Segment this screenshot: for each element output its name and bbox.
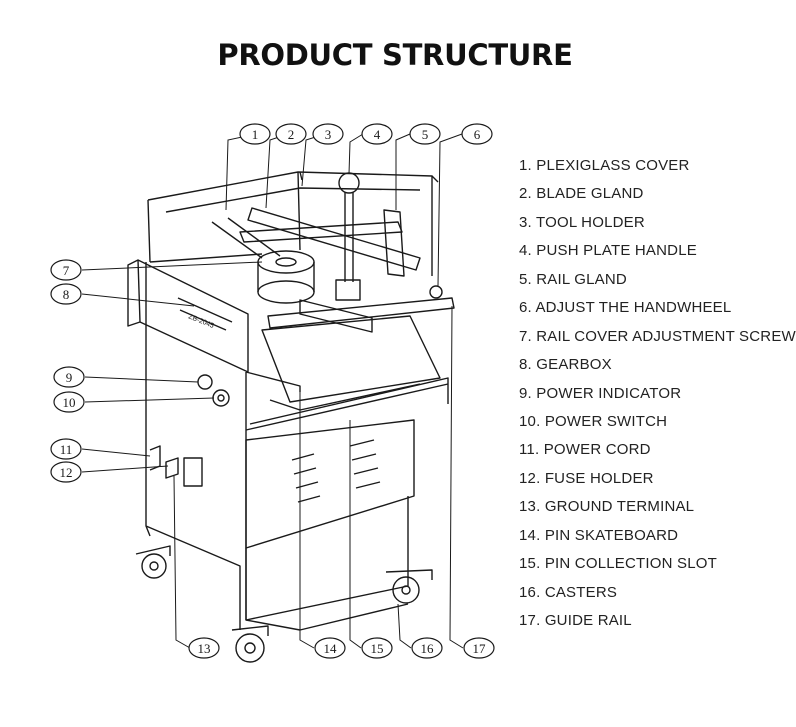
legend-item: 4. PUSH PLATE HANDLE xyxy=(519,242,697,260)
callout-14: 14 xyxy=(314,637,346,659)
svg-text:8: 8 xyxy=(63,287,70,302)
rail-gland xyxy=(383,209,405,277)
legend-item: 6. ADJUST THE HANDWHEEL xyxy=(519,299,732,317)
casters xyxy=(135,545,433,663)
power-indicator xyxy=(197,374,213,390)
power-cord xyxy=(149,445,161,471)
fuse-holder xyxy=(165,457,179,479)
callout-5: 5 xyxy=(409,123,441,145)
svg-text:15: 15 xyxy=(371,641,384,656)
adjust-handwheel xyxy=(429,285,443,299)
legend-item: 2. BLADE GLAND xyxy=(519,185,644,203)
gearbox-plate-text: ZB-2045 xyxy=(187,313,215,330)
callout-15: 15 xyxy=(361,637,393,659)
svg-text:17: 17 xyxy=(473,641,487,656)
svg-text:2: 2 xyxy=(288,127,295,142)
legend-item: 15. PIN COLLECTION SLOT xyxy=(519,555,717,573)
pin-collection-slot xyxy=(245,419,415,549)
legend-item: 14. PIN SKATEBOARD xyxy=(519,526,679,544)
rail-cover-screw xyxy=(257,250,315,274)
callout-2: 2 xyxy=(275,123,307,145)
callout-badges: 1 2 3 4 5 6 7 8 9 10 11 12 13 14 15 16 1… xyxy=(50,123,495,659)
callout-17: 17 xyxy=(463,637,495,659)
power-switch xyxy=(212,389,230,407)
svg-text:14: 14 xyxy=(324,641,338,656)
callout-1: 1 xyxy=(239,123,271,145)
push-plate-handle xyxy=(338,172,360,194)
legend-item: 5. RAIL GLAND xyxy=(519,270,627,288)
svg-text:11: 11 xyxy=(60,442,73,457)
svg-text:6: 6 xyxy=(474,127,481,142)
legend-item: 13. GROUND TERMINAL xyxy=(519,498,695,516)
svg-text:16: 16 xyxy=(421,641,435,656)
guide-rail xyxy=(267,297,455,329)
legend-item: 8. GEARBOX xyxy=(519,356,612,374)
legend-item: 3. TOOL HOLDER xyxy=(519,213,645,231)
legend-item: 17. GUIDE RAIL xyxy=(519,612,632,629)
callout-8: 8 xyxy=(50,283,82,305)
plexiglass-cover xyxy=(147,171,433,276)
callout-13: 13 xyxy=(188,637,220,659)
legend-item: 7. RAIL COVER ADJUSTMENT SCREW xyxy=(519,327,796,345)
callout-7: 7 xyxy=(50,259,82,281)
svg-text:13: 13 xyxy=(198,641,211,656)
blade-gland xyxy=(247,207,421,271)
svg-text:1: 1 xyxy=(252,127,259,142)
callout-3: 3 xyxy=(312,123,344,145)
callout-6: 6 xyxy=(461,123,493,145)
callout-9: 9 xyxy=(53,366,85,388)
svg-text:10: 10 xyxy=(63,395,76,410)
svg-text:5: 5 xyxy=(422,127,429,142)
legend-item: 11. POWER CORD xyxy=(519,441,651,459)
legend-item: 1. PLEXIGLASS COVER xyxy=(519,157,690,174)
legend-item: 12. FUSE HOLDER xyxy=(519,469,654,487)
svg-text:3: 3 xyxy=(325,127,332,142)
callout-16: 16 xyxy=(411,637,443,659)
parts-legend: 1. PLEXIGLASS COVER 2. BLADE GLAND 3. TO… xyxy=(519,152,796,635)
svg-text:4: 4 xyxy=(374,127,381,142)
legend-item: 10. POWER SWITCH xyxy=(519,412,668,430)
svg-text:12: 12 xyxy=(60,465,73,480)
legend-item: 16. CASTERS xyxy=(519,583,618,601)
legend-item: 9. POWER INDICATOR xyxy=(519,384,682,402)
svg-text:9: 9 xyxy=(66,370,73,385)
svg-text:7: 7 xyxy=(63,263,70,278)
ground-terminal xyxy=(183,457,203,487)
page-title: PRODUCT STRUCTURE xyxy=(217,38,573,72)
vent-slots xyxy=(291,439,381,503)
callout-4: 4 xyxy=(361,123,393,145)
pin-skateboard xyxy=(261,315,441,403)
callout-12: 12 xyxy=(50,461,82,483)
callout-11: 11 xyxy=(50,438,82,460)
callout-10: 10 xyxy=(53,391,85,413)
